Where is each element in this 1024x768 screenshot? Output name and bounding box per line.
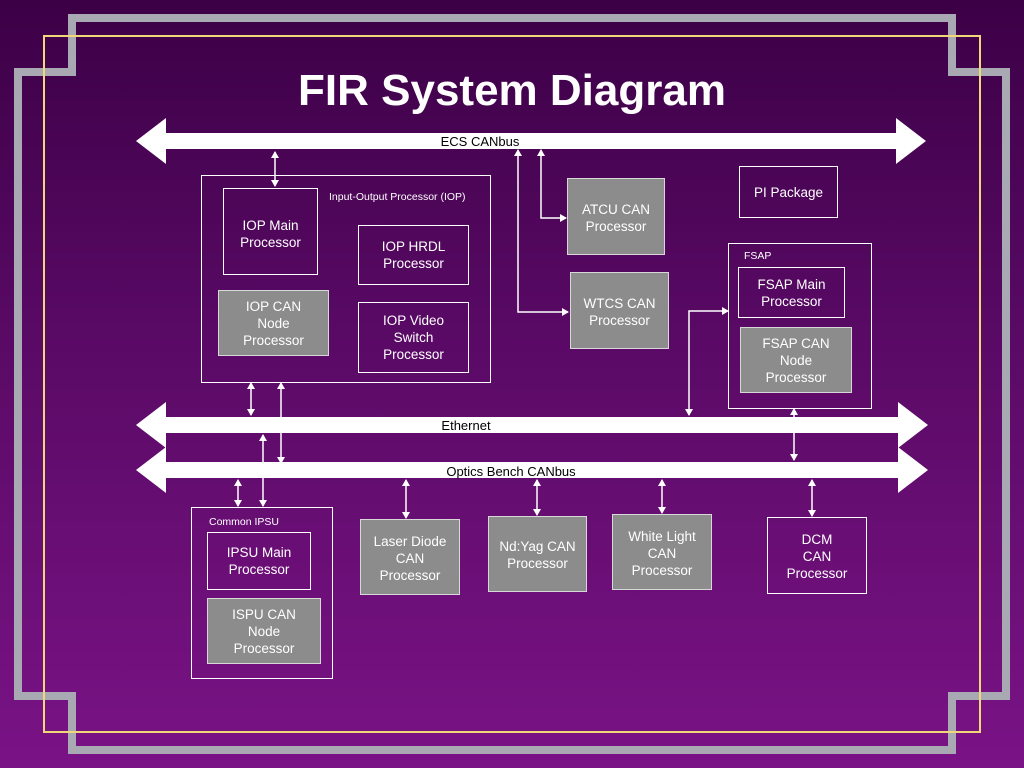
fsap-can-node-processor: FSAP CAN Node Processor: [740, 327, 852, 393]
iop-can-node-processor: IOP CAN Node Processor: [218, 290, 329, 356]
fsap-main-processor: FSAP Main Processor: [738, 267, 845, 318]
pi-package: PI Package: [739, 166, 838, 218]
wtcs-can-processor: WTCS CAN Processor: [570, 272, 669, 349]
ethernet-label: Ethernet: [441, 418, 491, 433]
ecs-canbus-label: ECS CANbus: [440, 134, 520, 149]
frame-outer-gray: [14, 14, 1010, 754]
ipsu-group: [191, 507, 333, 679]
slide-title: FIR System Diagram: [298, 66, 726, 115]
fsap-group-label: FSAP: [744, 250, 772, 262]
white-light-can-processor: White Light CAN Processor: [612, 514, 712, 590]
ispu-can-node-processor: ISPU CAN Node Processor: [207, 598, 321, 664]
iop-video-switch-processor: IOP Video Switch Processor: [358, 302, 469, 373]
frame-inner-gold: [43, 35, 981, 733]
iop-group-label: Input-Output Processor (IOP): [329, 191, 466, 203]
optics-bench-canbus-label: Optics Bench CANbus: [446, 464, 576, 479]
fsap-group: [728, 243, 872, 409]
atcu-can-processor: ATCU CAN Processor: [567, 178, 665, 255]
laser-diode-can-processor: Laser Diode CAN Processor: [360, 519, 460, 595]
iop-hrdl-processor: IOP HRDL Processor: [358, 225, 469, 285]
iop-group: [201, 175, 491, 383]
iop-main-processor: IOP Main Processor: [223, 188, 318, 275]
ipsu-group-label: Common IPSU: [209, 516, 280, 528]
ndyag-can-processor: Nd:Yag CAN Processor: [488, 516, 587, 592]
dcm-can-processor: DCM CAN Processor: [767, 517, 867, 594]
ipsu-main-processor: IPSU Main Processor: [207, 532, 311, 590]
